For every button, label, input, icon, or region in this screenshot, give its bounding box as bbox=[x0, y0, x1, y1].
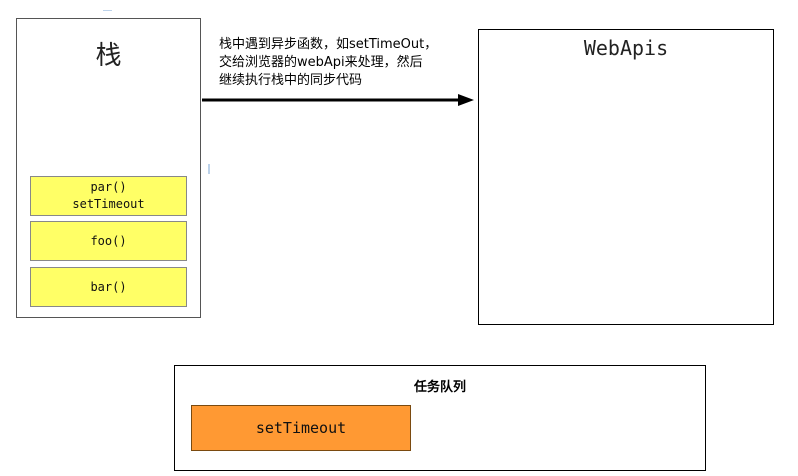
arrow-head bbox=[458, 94, 474, 106]
stack-title: 栈 bbox=[95, 41, 122, 71]
stack-frame-label: foo() bbox=[90, 233, 127, 248]
webapis-box: WebApis bbox=[478, 29, 774, 325]
annotation-line: 交给浏览器的webApi来处理，然后 bbox=[219, 55, 423, 70]
decorative-mark bbox=[103, 10, 112, 11]
stack-frame: bar() bbox=[30, 267, 187, 307]
task-queue-box: 任务队列 setTimeout bbox=[174, 365, 706, 471]
task-queue-title: 任务队列 bbox=[413, 380, 466, 395]
annotation-line: 继续执行栈中的同步代码 bbox=[219, 73, 363, 88]
decorative-mark bbox=[208, 164, 210, 174]
webapis-title: WebApis bbox=[583, 36, 669, 60]
annotation-line: 栈中遇到异步函数，如setTimeOut， bbox=[219, 37, 438, 52]
stack-box: 栈 par() setTimeout foo() bar() bbox=[16, 18, 201, 318]
task-queue-item-label: setTimeout bbox=[255, 419, 347, 437]
stack-frame: foo() bbox=[30, 221, 187, 261]
annotation-text: 栈中遇到异步函数，如setTimeOut， 交给浏览器的webApi来处理，然后… bbox=[219, 36, 469, 90]
task-queue-item: setTimeout bbox=[191, 405, 411, 451]
stack-frame-label: par() bbox=[90, 180, 127, 194]
arrow-to-webapis bbox=[202, 94, 474, 106]
stack-frame-label: bar() bbox=[90, 279, 127, 294]
stack-frame-label: setTimeout bbox=[72, 197, 145, 211]
stack-frame: par() setTimeout bbox=[30, 176, 187, 216]
